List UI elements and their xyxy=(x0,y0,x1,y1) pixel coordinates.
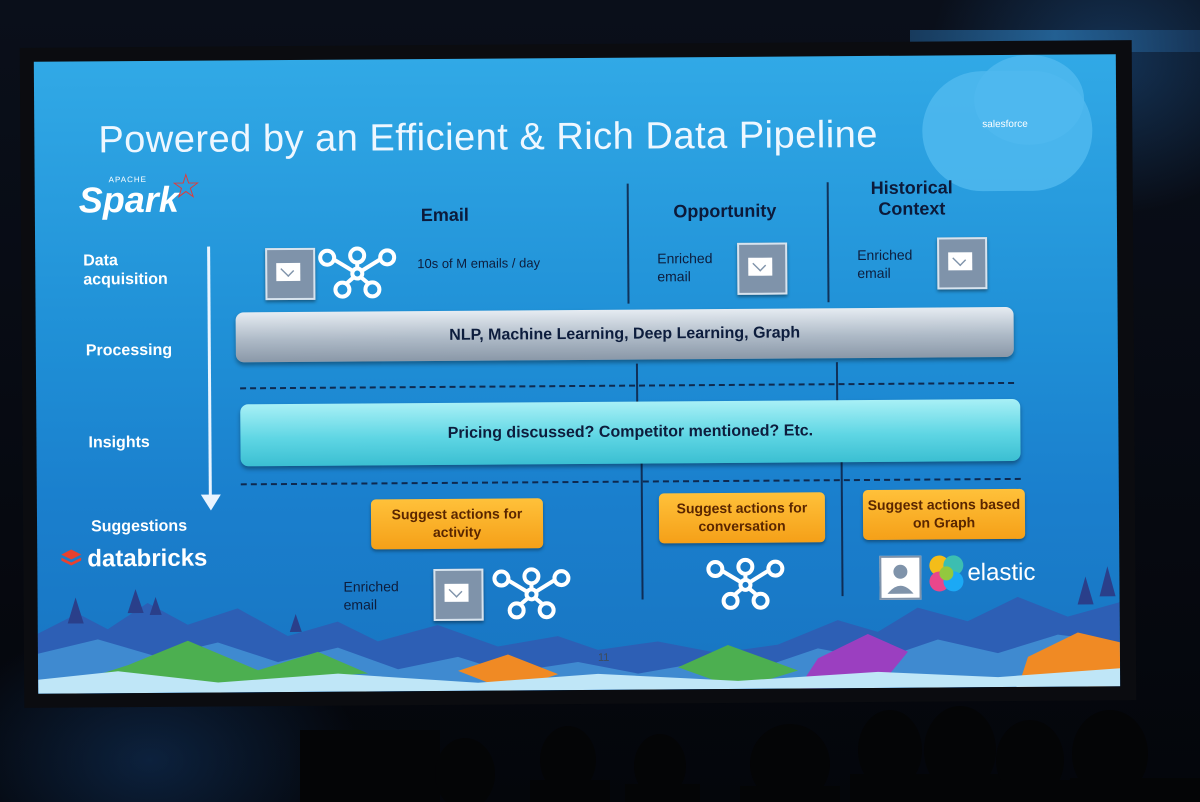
suggestion-box-activity: Suggest actions for activity xyxy=(370,498,544,550)
spark-logo-text: Spark xyxy=(78,178,179,221)
graph-network-icon xyxy=(318,246,397,299)
email-icon xyxy=(265,247,316,301)
row-label-processing: Processing xyxy=(85,341,173,360)
row-separator xyxy=(240,477,1021,486)
suggestion-box-graph: Suggest actions based on Graph xyxy=(862,488,1026,541)
databricks-stack-icon xyxy=(61,549,82,566)
insights-bar: Pricing discussed? Competitor mentioned?… xyxy=(240,398,1021,467)
email-icon xyxy=(937,237,988,290)
spark-star-icon: ☆ xyxy=(170,167,202,206)
email-volume-note: 10s of M emails / day xyxy=(417,255,541,272)
row-label-suggestions: Suggestions xyxy=(90,517,188,536)
salesforce-cloud-shape-top xyxy=(973,54,1085,146)
column-header-historical-context: Historical Context xyxy=(870,177,953,219)
row-separator xyxy=(240,381,1015,390)
column-divider xyxy=(626,183,630,304)
column-divider xyxy=(826,182,830,303)
graph-network-icon xyxy=(492,567,571,620)
opportunity-enriched-email-note: Enriched email xyxy=(657,250,713,285)
landscape-illustration xyxy=(37,566,1121,694)
salesforce-logo: salesforce xyxy=(982,118,1028,131)
person-icon xyxy=(879,555,922,600)
column-header-email: Email xyxy=(420,204,469,226)
column-divider xyxy=(835,362,839,403)
slide-title: Powered by an Efficient & Rich Data Pipe… xyxy=(98,113,879,162)
elastic-logo-icon xyxy=(929,555,964,592)
suggestion-box-conversation: Suggest actions for conversation xyxy=(658,492,826,544)
presentation-slide: salesforce Powered by an Efficient & Ric… xyxy=(33,54,1121,694)
column-header-opportunity: Opportunity xyxy=(673,200,777,222)
historical-enriched-email-note: Enriched email xyxy=(857,246,913,282)
page-number: 11 xyxy=(597,651,610,664)
email-icon xyxy=(737,242,788,295)
flow-arrow-line xyxy=(207,246,212,497)
row-label-data-acquisition: Data acquisition xyxy=(83,252,168,289)
processing-bar: NLP, Machine Learning, Deep Learning, Gr… xyxy=(235,306,1014,363)
audience-silhouettes xyxy=(300,706,1200,802)
row-label-insights: Insights xyxy=(88,433,150,452)
flow-arrow-head xyxy=(200,494,221,511)
graph-network-icon xyxy=(706,557,785,610)
